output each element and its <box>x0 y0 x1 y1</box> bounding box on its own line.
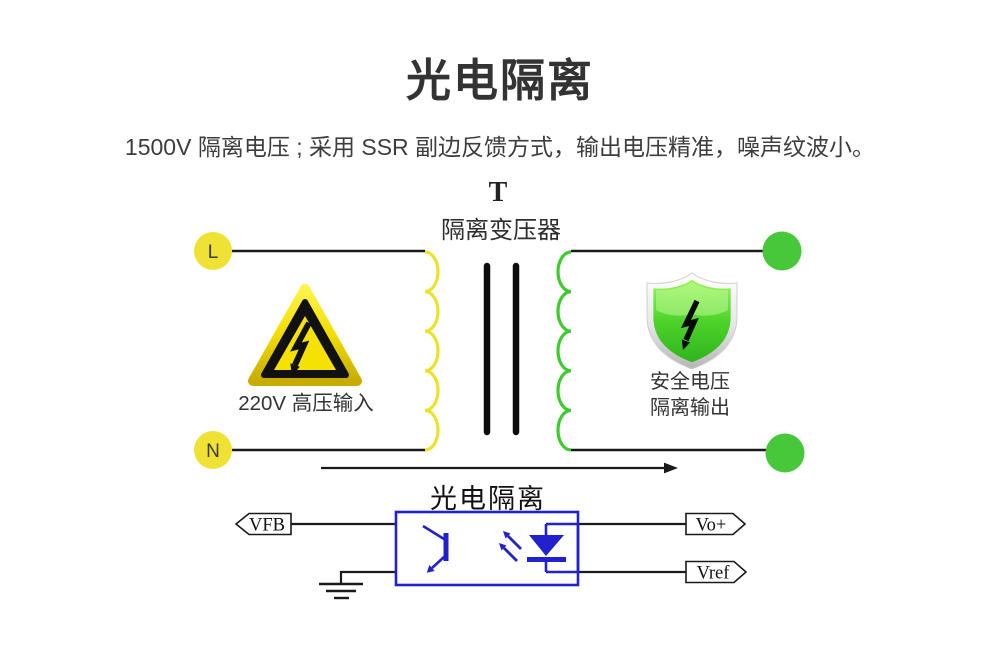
transformer-label: 隔离变压器 <box>441 217 561 244</box>
light-arrows-icon <box>499 531 522 562</box>
page-title: 光电隔离 <box>405 55 594 106</box>
terminal-output-top <box>762 231 802 271</box>
vref-flag <box>685 560 748 584</box>
lightning-bolt-icon <box>290 321 312 376</box>
terminal-output-bottom <box>765 433 805 473</box>
output-caption-line2: 隔离输出 <box>650 397 730 419</box>
lightning-bolt-icon <box>680 299 700 350</box>
phototransistor-symbol <box>422 524 449 573</box>
vref-pin-label: Vref <box>697 564 731 584</box>
output-caption: 安全电压 隔离输出 <box>628 369 752 421</box>
terminal-live-label: L <box>208 242 219 263</box>
transformer-symbol: T <box>488 177 508 208</box>
terminals: L N <box>194 231 805 473</box>
output-caption-line1: 安全电压 <box>650 371 730 393</box>
vo-flag <box>685 512 747 536</box>
emitter-arrowhead <box>426 565 435 573</box>
page-subtitle: 1500V 隔离电压 ; 采用 SSR 副边反馈方式，输出电压精准，噪声纹波小。 <box>124 134 876 160</box>
terminal-live <box>194 232 232 270</box>
secondary-coil <box>556 250 572 452</box>
vo-pin-label: Vo+ <box>696 516 727 536</box>
ground-symbol <box>319 582 363 600</box>
high-voltage-warning-icon <box>248 284 362 386</box>
transformer-core <box>483 262 520 436</box>
safety-shield-icon <box>646 272 738 370</box>
led-symbol <box>527 522 580 574</box>
flow-arrow <box>321 462 678 474</box>
optocoupler-caption: 光电隔离 <box>430 484 546 514</box>
optocoupler-circuit: VFB <box>234 510 748 600</box>
vfb-pin-label: VFB <box>249 516 285 536</box>
input-caption: 220V 高压输入 <box>238 392 374 415</box>
terminal-neutral-label: N <box>206 441 220 462</box>
terminal-neutral <box>194 431 232 469</box>
primary-coil <box>424 250 440 452</box>
ground-wire <box>339 570 396 583</box>
transformer-wires <box>232 249 766 452</box>
flow-arrowhead <box>664 462 678 474</box>
shield-gloss <box>656 282 728 316</box>
